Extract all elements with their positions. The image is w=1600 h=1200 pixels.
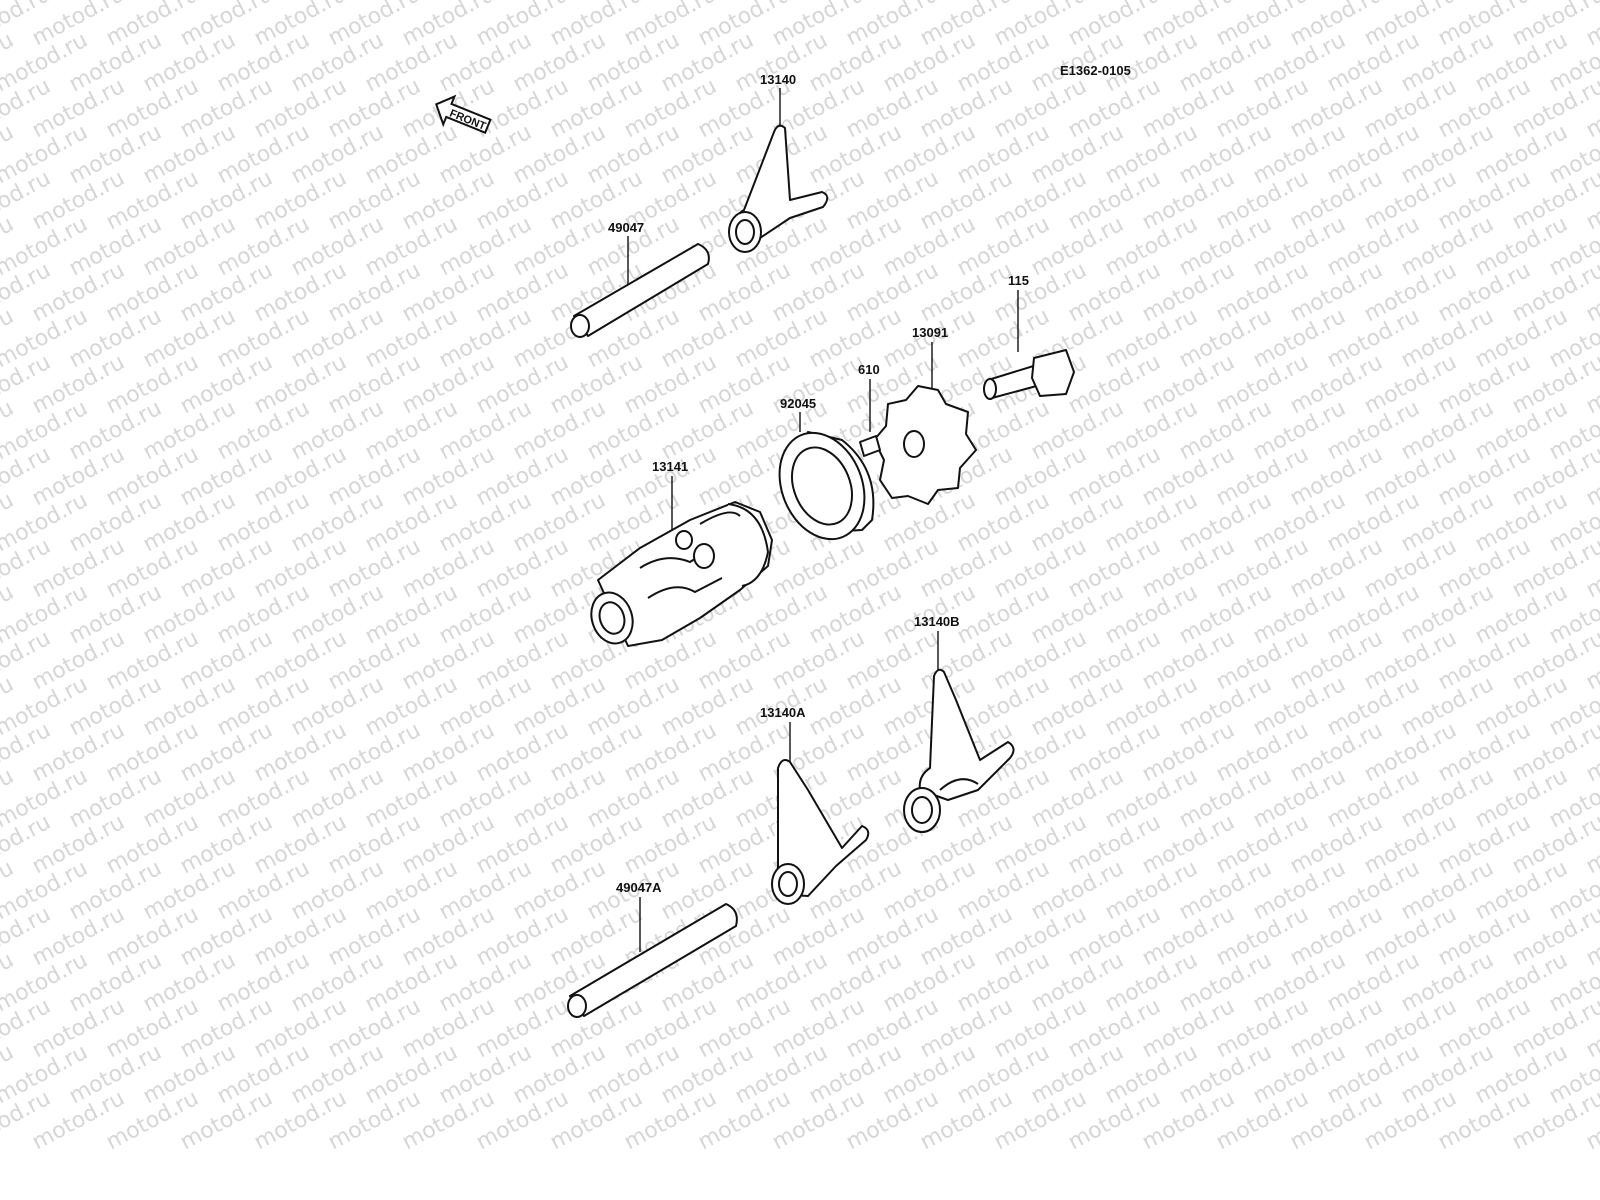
pin-610 xyxy=(859,435,881,457)
shift-fork-13140A xyxy=(771,759,870,905)
label-115: 115 xyxy=(1008,273,1029,288)
label-13091: 13091 xyxy=(912,325,948,340)
front-arrow: FRONT xyxy=(435,94,492,134)
shift-rod-49047 xyxy=(570,243,710,338)
label-13140B: 13140B xyxy=(914,614,960,629)
bearing-92045 xyxy=(778,431,875,541)
label-49047A: 49047A xyxy=(616,880,662,895)
label-610: 610 xyxy=(858,362,880,377)
shift-rod-49047A xyxy=(567,903,738,1018)
label-92045: 92045 xyxy=(780,396,816,411)
star-plate-13091 xyxy=(873,385,977,505)
bolt-115 xyxy=(983,349,1075,400)
label-13141: 13141 xyxy=(652,459,688,474)
label-13140: 13140 xyxy=(760,72,796,87)
shift-fork-13140B xyxy=(903,668,1015,833)
shift-drum-13141 xyxy=(590,501,773,647)
shift-fork-13140 xyxy=(728,124,829,253)
label-13140A: 13140A xyxy=(760,705,806,720)
label-49047: 49047 xyxy=(608,220,644,235)
watermark-layer: motod.rumotod.rumotod.rumotod.rumotod.ru… xyxy=(0,0,1600,1155)
diagram-code: E1362-0105 xyxy=(1060,63,1131,78)
